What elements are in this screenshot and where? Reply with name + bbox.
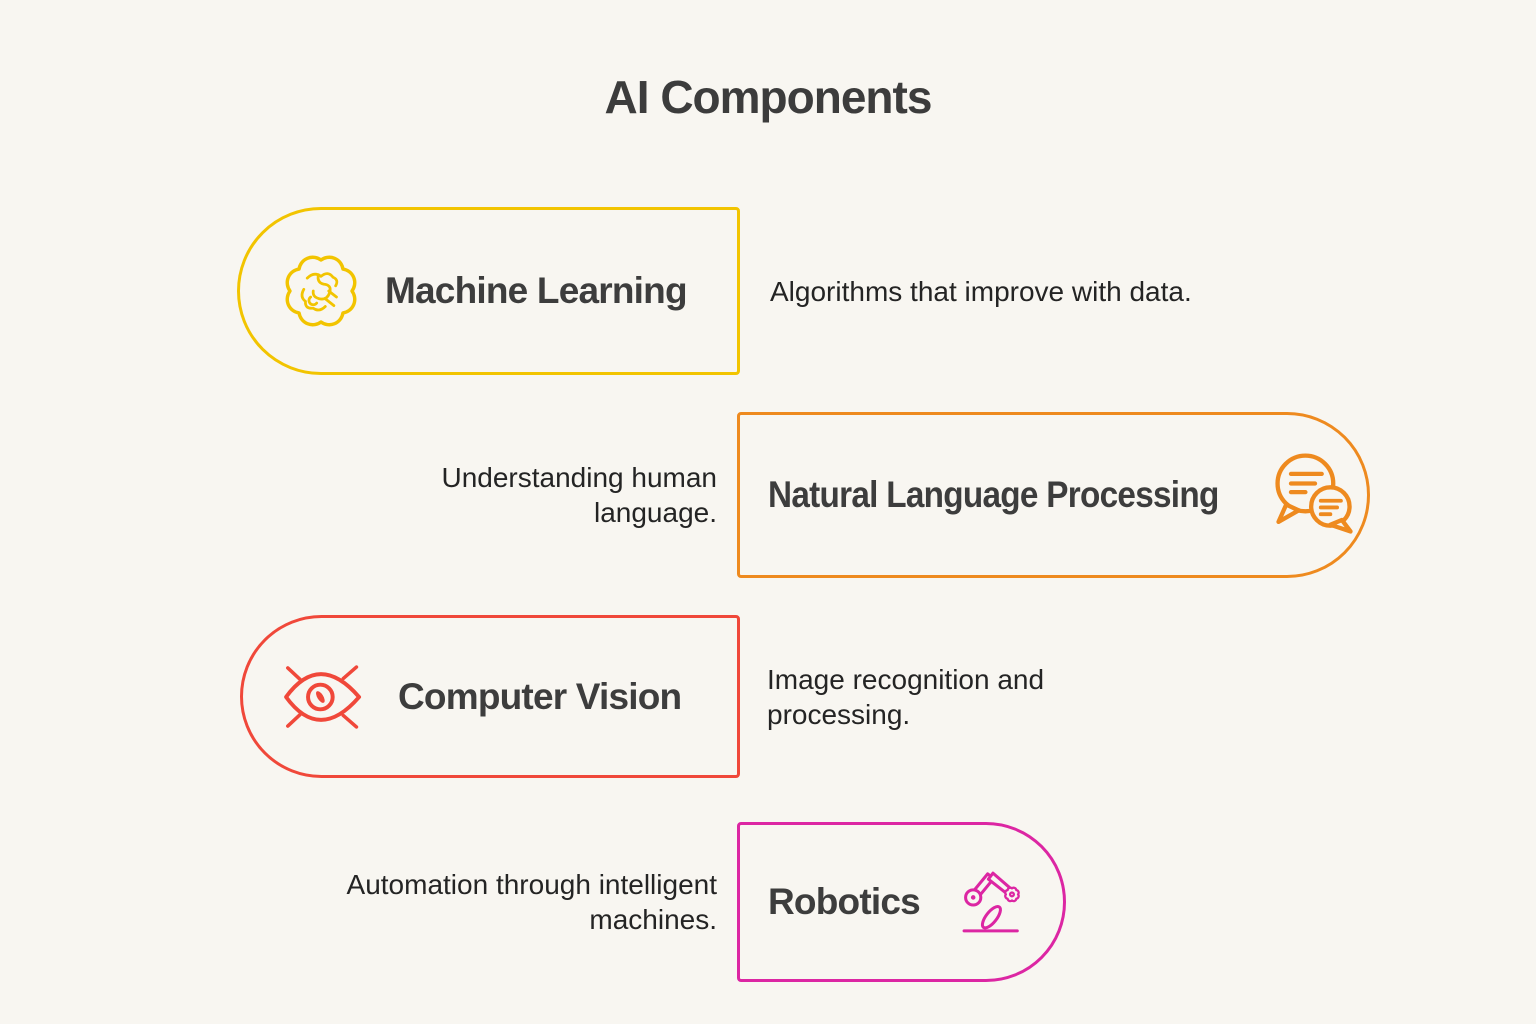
component-description: Automation through intelligent machines.: [347, 822, 717, 982]
description-line: Algorithms that improve with data.: [770, 275, 1192, 307]
description-line: machines.: [589, 904, 717, 935]
page-title: AI Components: [604, 71, 933, 123]
description-line: Image recognition and: [767, 663, 1045, 695]
brain-icon: [278, 248, 364, 334]
component-description: Algorithms that improve with data.: [770, 207, 1192, 375]
description-line: Automation through intelligent: [346, 869, 717, 900]
component-label: Machine Learning: [385, 270, 688, 311]
computer-vision-card: Computer Vision: [240, 615, 740, 778]
component-label: Natural Language Processing: [768, 474, 1219, 515]
component-label: Computer Vision: [398, 675, 682, 717]
description-line: processing.: [767, 698, 911, 730]
component-description: Understanding human language.: [441, 412, 717, 578]
machine-learning-card: Machine Learning: [237, 207, 740, 375]
description-line: Understanding human: [441, 462, 717, 493]
component-label: Robotics: [768, 881, 921, 922]
eye-icon: [279, 653, 367, 741]
robotics-card: Robotics: [737, 822, 1066, 982]
nlp-card: Natural Language Processing: [737, 412, 1370, 578]
description-line: language.: [593, 497, 717, 528]
robot-arm-icon: [958, 864, 1034, 940]
chat-bubbles-icon: [1267, 447, 1363, 543]
component-description: Image recognition and processing.: [767, 615, 1044, 778]
